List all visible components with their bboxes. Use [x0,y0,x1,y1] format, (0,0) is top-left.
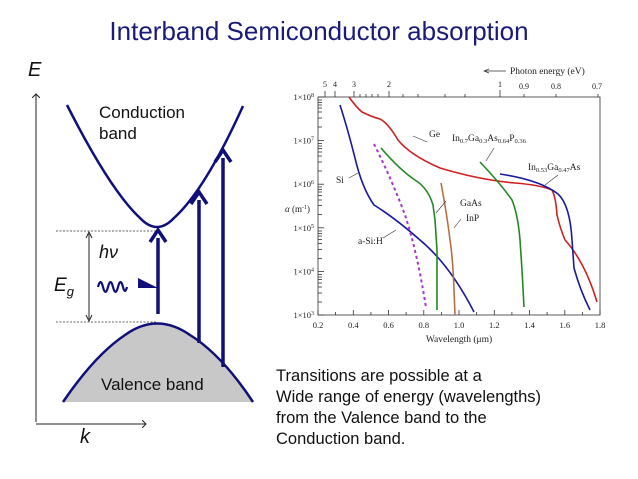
momentum-axis-label: k [80,426,90,448]
annotation-leaders [348,135,559,239]
svg-text:1.6: 1.6 [559,320,570,330]
label-inp: InP [466,214,479,224]
svg-text:0.2: 0.2 [313,320,324,330]
conduction-band-label: Conduction band [99,103,186,143]
y-tick-labels: 1×108 1×107 1×106 1×105 1×104 1×103 [293,92,314,320]
label-gaas: GaAs [460,199,482,209]
svg-text:1×104: 1×104 [293,266,314,276]
label-ingaasp: In0.7Ga0.3As0.64P0.36 [452,134,527,145]
photon-energy-label: hν [99,242,119,262]
label-a-si-h: a-Si:H [358,237,383,247]
svg-text:1.0: 1.0 [454,320,465,330]
y-axis-label: α (m-1) [285,204,310,214]
energy-axis-label: E [28,59,42,81]
band-gap-label: Eg [54,275,74,299]
svg-text:0.9: 0.9 [519,82,529,91]
svg-text:1×108: 1×108 [293,92,314,102]
svg-text:1.4: 1.4 [524,320,535,330]
svg-text:3: 3 [352,80,356,89]
description-text: Transitions are possible at a Wide range… [276,367,542,448]
curve-ge [348,96,598,303]
y-axis-ticks [318,96,324,316]
curve-inp [440,182,456,316]
svg-text:0.4: 0.4 [348,320,359,330]
curve-si [339,104,475,313]
plot-frame [317,96,601,316]
top-axis-ticks [324,90,599,97]
svg-text:0.8: 0.8 [551,82,561,91]
svg-text:4: 4 [333,80,337,89]
svg-text:1×106: 1×106 [293,179,314,189]
curve-ingaas [499,173,591,311]
curve-ingaasp [479,161,525,308]
svg-text:1×103: 1×103 [293,310,314,320]
x-axis-label: Wavelength (μm) [426,334,492,345]
svg-text:0.8: 0.8 [418,320,429,330]
svg-text:1.2: 1.2 [489,320,500,330]
x-axis-ticks [317,310,601,315]
photon-wave-icon [96,280,129,294]
svg-text:1: 1 [498,80,502,89]
photon-arrowhead-icon [138,278,158,288]
curve-gaas [380,147,438,310]
label-ingaas: In0.53Ga0.47As [528,163,581,174]
label-ge: Ge [429,130,440,140]
svg-text:0.6: 0.6 [383,320,394,330]
svg-text:0.7: 0.7 [592,82,602,91]
conduction-band-curve [65,104,245,229]
svg-text:5: 5 [323,80,327,89]
slide-title: Interband Semiconductor absorption [109,16,529,46]
svg-text:1×107: 1×107 [293,136,314,146]
valence-band-label: Valence band [101,375,204,394]
svg-text:2: 2 [387,80,391,89]
top-axis-label: Photon energy (eV) [510,66,585,77]
svg-text:1×105: 1×105 [293,223,314,233]
x-tick-labels: 0.2 0.4 0.6 0.8 1.0 1.2 1.4 1.6 1.8 [313,320,606,330]
label-si: Si [336,176,344,186]
curve-a-si-h [373,143,427,309]
svg-text:1.8: 1.8 [595,320,606,330]
valence-band-fill [63,323,253,402]
